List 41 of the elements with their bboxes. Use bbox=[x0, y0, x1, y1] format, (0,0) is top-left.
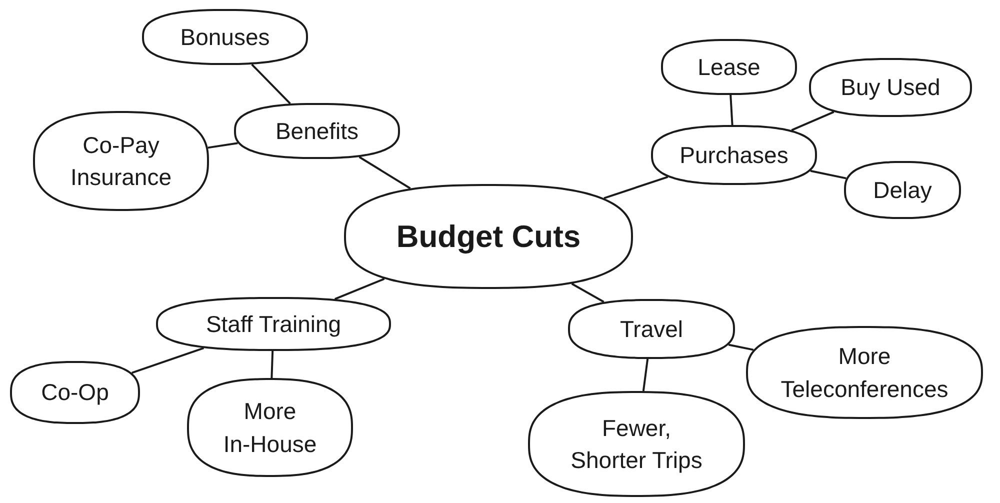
topic-label: Fewer, Shorter Trips bbox=[570, 414, 704, 475]
topic-bubble bbox=[660, 38, 798, 96]
topic-bubble bbox=[233, 102, 401, 160]
connector-line bbox=[604, 176, 668, 200]
connector-line bbox=[571, 282, 604, 303]
connector-line bbox=[810, 170, 846, 180]
connector-line bbox=[270, 350, 274, 378]
topic-label: Purchases bbox=[680, 140, 788, 170]
connector-line bbox=[132, 347, 204, 374]
topic-label: Benefits bbox=[275, 116, 359, 146]
topic-bubble bbox=[141, 8, 309, 66]
connector-line bbox=[728, 344, 754, 351]
topic-label: Bonuses bbox=[180, 22, 270, 52]
topic-bubble bbox=[650, 124, 818, 186]
connector-line bbox=[730, 94, 734, 126]
topic-label: More Teleconferences bbox=[780, 342, 950, 404]
topic-bubble bbox=[567, 298, 736, 360]
topic-bubble bbox=[186, 377, 354, 478]
topic-bubble bbox=[155, 296, 392, 352]
topic-bubble bbox=[9, 360, 141, 425]
topic-label: Delay bbox=[873, 176, 932, 205]
topic-label: Budget Cuts bbox=[396, 218, 581, 256]
topic-bubble bbox=[32, 110, 210, 212]
topic-label: Co-Pay Insurance bbox=[69, 130, 172, 192]
connector-line bbox=[642, 358, 649, 392]
connector-line bbox=[334, 278, 385, 300]
connector-line bbox=[358, 156, 411, 190]
topic-label: Buy Used bbox=[840, 73, 940, 102]
topic-label: Lease bbox=[698, 52, 760, 82]
topic-bubble bbox=[527, 390, 746, 498]
topic-label: Travel bbox=[620, 314, 684, 344]
topic-label: Co-Op bbox=[41, 378, 109, 408]
connector-line bbox=[251, 64, 291, 104]
topic-bubble bbox=[843, 160, 962, 220]
connector-line bbox=[791, 111, 834, 132]
topic-label: More In-House bbox=[222, 397, 318, 458]
central-topic-bubble bbox=[343, 183, 634, 290]
topic-bubble bbox=[745, 325, 984, 420]
connector-line bbox=[208, 142, 238, 149]
topic-label: Staff Training bbox=[206, 310, 342, 339]
topic-bubble bbox=[808, 57, 973, 118]
